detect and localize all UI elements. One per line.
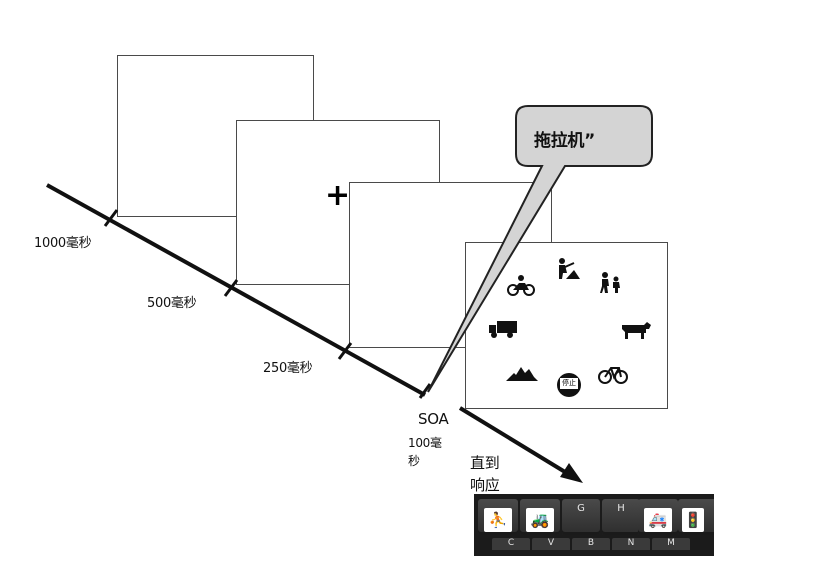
timeline-tick-1000 <box>103 209 119 227</box>
truck-icon <box>489 321 517 338</box>
key-n: N <box>612 538 650 550</box>
key-g: G <box>562 499 600 535</box>
label-1000ms: 1000毫秒 <box>34 236 92 251</box>
key-children-crossing: ⛹ <box>478 499 518 535</box>
keyboard: ⛹ 🚜 G H 🚑 🚦 C V B N M <box>474 494 714 556</box>
key-v: V <box>532 538 570 550</box>
label-500ms: 500毫秒 <box>147 296 197 311</box>
stop-sign-icon: 停止 <box>557 373 581 397</box>
key-b: B <box>572 538 610 550</box>
timeline-tick-500 <box>223 279 239 297</box>
tree-icon <box>506 367 538 381</box>
label-soa-time-2: 秒 <box>408 454 420 468</box>
key-tractor: 🚜 <box>520 499 560 535</box>
bicycle-icon <box>598 367 628 384</box>
key-traffic-light: 🚦 <box>678 499 714 535</box>
response-arrow-line <box>458 406 572 477</box>
children-crossing-icon <box>600 272 620 293</box>
stop-sign-label: 停止 <box>560 378 578 389</box>
speech-bubble-text: 拖拉机” <box>534 131 595 151</box>
label-soa-time-1: 100毫 <box>408 436 442 450</box>
key-m: M <box>652 538 690 550</box>
timeline-axis <box>46 183 426 397</box>
key-ambulance: 🚑 <box>638 499 678 535</box>
timeline-tick-soa <box>418 383 432 399</box>
label-until-2: 响应 <box>470 476 500 494</box>
ambulance-icon: 🚑 <box>644 508 672 532</box>
label-250ms: 250毫秒 <box>263 361 313 376</box>
response-arrow-head <box>560 463 583 483</box>
key-h: H <box>602 499 640 535</box>
key-c: C <box>492 538 530 550</box>
construction-worker-icon <box>559 258 580 279</box>
label-until-1: 直到 <box>470 454 500 472</box>
speech-bubble <box>427 105 653 393</box>
tractor-icon: 🚜 <box>526 508 554 532</box>
timeline-tick-250 <box>337 342 353 360</box>
motorcycle-icon <box>507 275 535 296</box>
cow-icon <box>622 322 651 339</box>
label-soa: SOA <box>418 410 449 428</box>
fixation-cross: + <box>325 178 351 213</box>
traffic-light-icon: 🚦 <box>682 508 704 532</box>
children-crossing-icon: ⛹ <box>484 508 512 532</box>
